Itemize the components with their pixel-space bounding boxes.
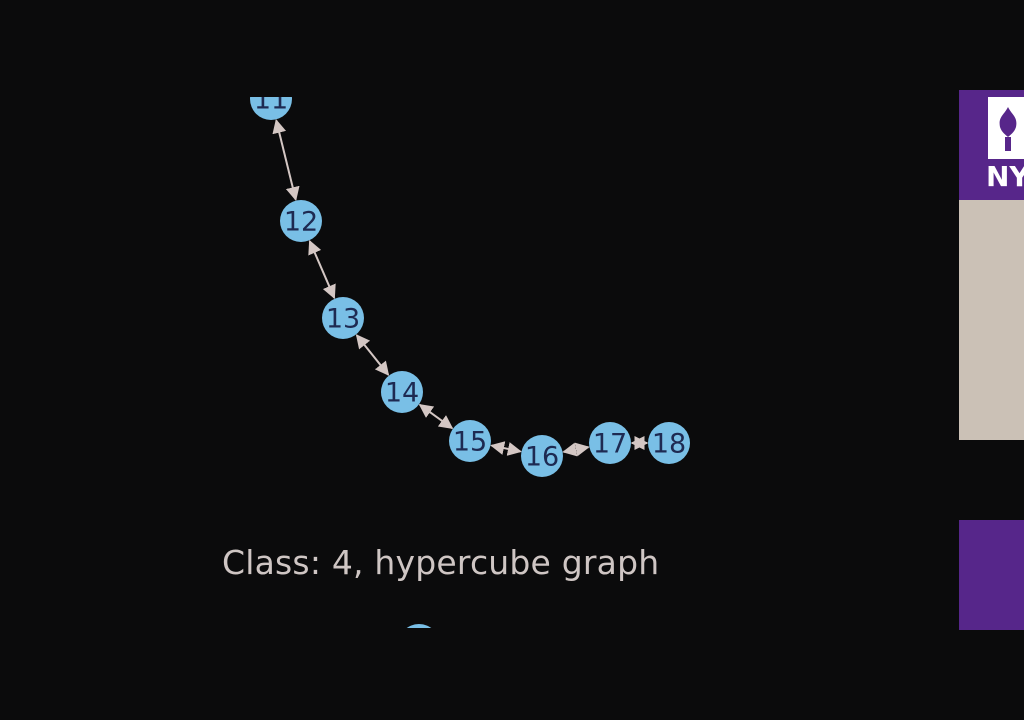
node-label: 14: [385, 378, 419, 409]
edge-11-12: [272, 119, 300, 201]
purple-footer: [959, 520, 1024, 630]
node-circle: [381, 371, 423, 413]
node-label: 13: [326, 304, 360, 335]
node-circle: [589, 422, 631, 464]
edge-14-15: [418, 404, 454, 429]
torch-icon: [988, 97, 1024, 159]
node-label: 18: [652, 429, 686, 460]
plot-area: 11 12 13 14 15 16 17 18 5: [250, 85, 690, 662]
graph-node-5: 5: [406, 624, 432, 662]
graph-caption: Class: 4, hypercube graph: [222, 543, 660, 582]
node-circle: [322, 297, 364, 339]
edge-16-17: [562, 442, 590, 457]
edges-layer: [272, 119, 649, 457]
edge-15-16: [490, 441, 522, 456]
graph-node-17: 17: [589, 422, 631, 464]
graph-node-11: 11: [250, 85, 292, 120]
webcam-panel: NY: [959, 90, 1024, 630]
node-label: 11: [254, 85, 288, 116]
graph-node-15: 15: [449, 420, 491, 462]
edge-13-14: [355, 334, 390, 376]
node-circle: [406, 624, 432, 628]
node-label: 15: [453, 427, 487, 458]
graph-node-13: 13: [322, 297, 364, 339]
logo-bar: NY: [959, 90, 1024, 200]
graph-node-18: 18: [648, 422, 690, 464]
video-shadow: [959, 440, 1024, 520]
graph-node-16: 16: [521, 435, 563, 477]
node-circle: [648, 422, 690, 464]
node-circle: [449, 420, 491, 462]
graph-node-12: 12: [280, 200, 322, 242]
logo-text: NY: [986, 160, 1024, 193]
node-circle: [521, 435, 563, 477]
graph-node-14: 14: [381, 371, 423, 413]
speaker-video: [959, 200, 1024, 440]
node-label: 12: [284, 207, 318, 238]
nodes-layer: 11 12 13 14 15 16 17 18 5: [250, 85, 690, 662]
node-label: 5: [410, 631, 427, 662]
edge-12-13: [308, 239, 336, 300]
node-circle: [280, 200, 322, 242]
node-label: 16: [525, 442, 559, 473]
node-label: 17: [593, 429, 627, 460]
node-circle: [250, 97, 292, 120]
